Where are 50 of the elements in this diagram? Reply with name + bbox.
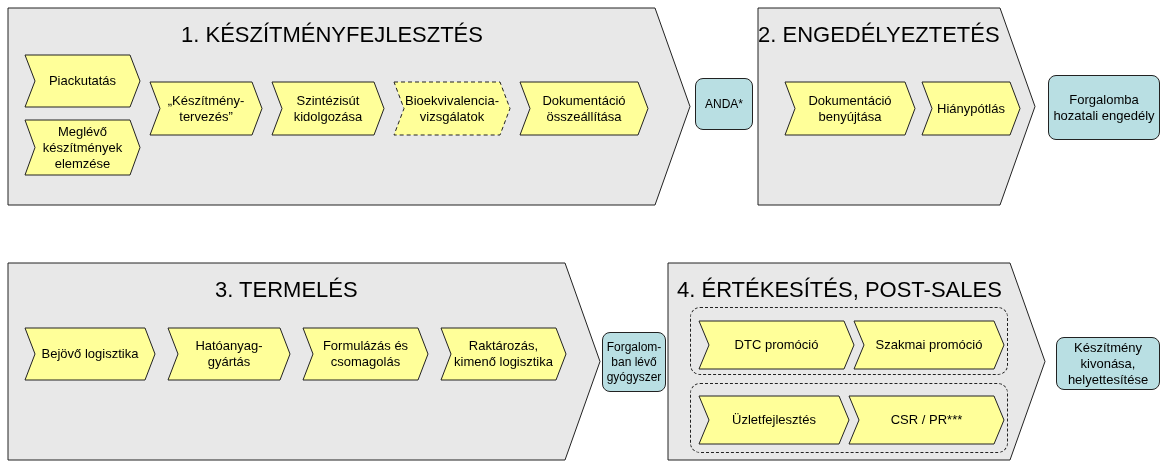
step-label: Szakmai promóció xyxy=(874,336,984,354)
milestone-box xyxy=(695,78,753,130)
phase-title: 3. TERMELÉS xyxy=(215,277,358,303)
process-step xyxy=(168,328,290,380)
milestone-label: Készítmény kivonása, helyettesítése xyxy=(1066,338,1150,389)
phase-title: 2. ENGEDÉLYEZTETÉS xyxy=(758,22,1000,48)
step-label: Bejövő logisztika xyxy=(40,345,140,363)
step-label: Hatóanyag-gyártás xyxy=(194,337,264,371)
milestone-label: Forgalomba hozatali engedély xyxy=(1052,90,1156,125)
step-label: Szintézisút kidolgozása xyxy=(292,91,364,126)
step-label: Dokumentáció összeállítása xyxy=(541,91,627,126)
process-step xyxy=(699,321,854,369)
process-step xyxy=(849,396,1004,444)
process-step xyxy=(25,120,140,175)
step-label: „Készítmény-tervezés” xyxy=(166,91,246,126)
process-step xyxy=(699,396,849,444)
step-label: Bioekvivalencia-vizsgálatok xyxy=(406,91,498,126)
milestone-label: ANDA* xyxy=(704,95,744,113)
dashed-group-frame xyxy=(690,307,1008,375)
phase-title: 4. ÉRTÉKESÍTÉS, POST-SALES xyxy=(677,277,1002,303)
phase-title: 1. KÉSZÍTMÉNYFEJLESZTÉS xyxy=(181,22,483,48)
step-label: Hiánypótlás xyxy=(936,99,1006,118)
process-step xyxy=(25,55,140,107)
process-step xyxy=(922,82,1020,135)
phase-band xyxy=(8,263,600,460)
process-step xyxy=(272,82,384,135)
process-step xyxy=(394,82,510,135)
process-step xyxy=(150,82,262,135)
process-step xyxy=(785,82,915,135)
phase-band xyxy=(758,8,1035,205)
dashed-group-frame xyxy=(690,383,1008,453)
process-step xyxy=(25,328,155,380)
process-step xyxy=(520,82,648,135)
phase-band xyxy=(8,8,690,205)
milestone-box xyxy=(602,332,666,392)
step-label: Üzletfejlesztés xyxy=(731,411,817,429)
step-label: CSR / PR*** xyxy=(889,411,964,429)
phase-band xyxy=(668,263,1045,460)
step-label: Formulázás és csomagolás xyxy=(321,337,410,371)
process-step xyxy=(854,321,1004,369)
step-label: Dokumentáció benyújtása xyxy=(807,91,893,126)
milestone-label: Forgalom-ban lévő gyógyszer xyxy=(605,338,663,386)
milestone-box xyxy=(1048,75,1160,140)
process-step xyxy=(441,328,566,380)
step-label: Piackutatás xyxy=(47,72,118,90)
step-label: Raktározás, kimenő logisztika xyxy=(453,337,554,371)
milestone-box xyxy=(1056,337,1160,390)
step-label: DTC promóció xyxy=(733,336,820,354)
step-label: Meglévő készítmények elemzése xyxy=(41,122,124,173)
process-step xyxy=(303,328,428,380)
